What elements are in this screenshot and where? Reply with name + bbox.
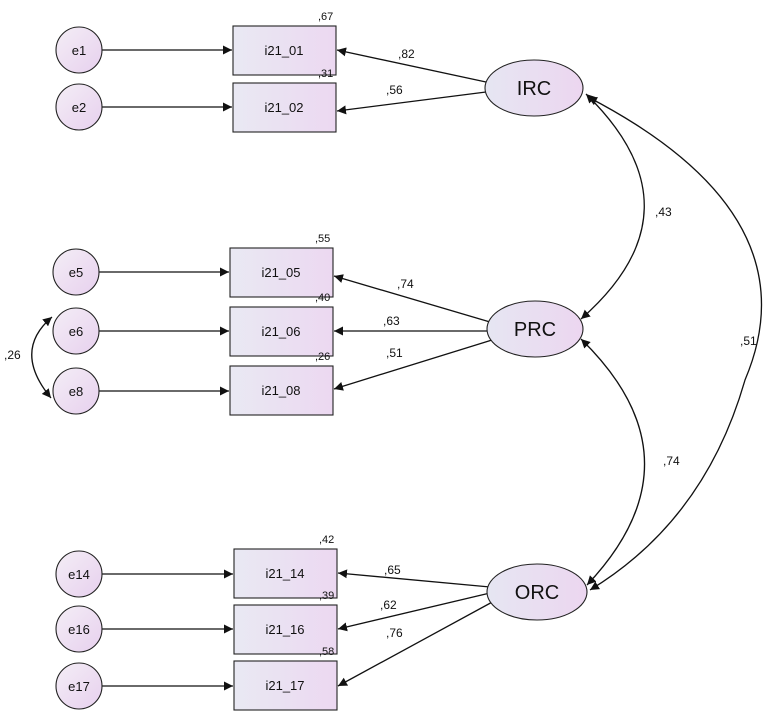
observed-i21_02: i21_02 ,31 (232, 68, 337, 133)
observed-i21_14-label: i21_14 (265, 566, 304, 581)
latent-irc-label: IRC (517, 78, 551, 100)
latent-prc: PRC (486, 300, 584, 358)
observed-i21_17-label: i21_17 (265, 678, 304, 693)
observed-i21_05: i21_05 ,55 (229, 233, 334, 298)
r2-i21_14: ,42 (319, 534, 334, 546)
r2-i21_05: ,55 (315, 233, 330, 245)
loading-orc-i21_14: ,65 (384, 563, 401, 577)
cov-prc-orc (580, 338, 646, 586)
r2-i21_08: ,26 (315, 351, 330, 363)
loading-irc-i21_01: ,82 (398, 47, 415, 61)
r2-i21_01: ,67 (318, 11, 333, 23)
loading-prc-i21_06: ,63 (383, 314, 400, 328)
path-prc-i21_05 (333, 274, 491, 323)
observed-i21_08: i21_08 ,26 (229, 351, 334, 416)
cov-label-prc-orc: ,74 (663, 454, 680, 468)
loading-prc-i21_05: ,74 (397, 277, 414, 291)
latent-orc-label: ORC (515, 582, 559, 604)
error-e17-label: e17 (68, 679, 90, 694)
error-e8: e8 (52, 367, 100, 415)
observed-i21_16-label: i21_16 (265, 622, 304, 637)
path-orc-i21_17 (337, 599, 497, 687)
error-e6-label: e6 (69, 324, 83, 339)
observed-i21_01-label: i21_01 (264, 43, 303, 58)
error-e16: e16 (55, 605, 103, 653)
path-orc-i21_14 (337, 569, 491, 588)
error-e8-label: e8 (69, 384, 83, 399)
error-e2-label: e2 (72, 100, 86, 115)
observed-i21_16: i21_16 ,39 (233, 590, 338, 655)
r2-i21_16: ,39 (319, 590, 334, 602)
cov-label-irc-orc: ,51 (740, 334, 757, 348)
observed-i21_06-label: i21_06 (261, 324, 300, 339)
loading-orc-i21_16: ,62 (380, 598, 397, 612)
latent-orc: ORC (486, 563, 588, 621)
path-prc-i21_08 (333, 339, 493, 391)
path-irc-i21_01 (336, 47, 487, 83)
latent-prc-label: PRC (514, 319, 556, 341)
r2-i21_02: ,31 (318, 68, 333, 80)
r2-i21_06: ,40 (315, 292, 330, 304)
observed-i21_17: i21_17 ,58 (233, 646, 338, 711)
latent-irc: IRC (484, 59, 584, 117)
r2-i21_17: ,58 (319, 646, 334, 658)
path-irc-i21_02 (336, 91, 487, 115)
loading-prc-i21_08: ,51 (386, 346, 403, 360)
error-e2: e2 (55, 83, 103, 131)
error-e14: e14 (55, 550, 103, 598)
error-e14-label: e14 (68, 567, 90, 582)
cov-irc-prc (580, 93, 645, 320)
loading-irc-i21_02: ,56 (386, 83, 403, 97)
error-e17: e17 (55, 662, 103, 710)
observed-i21_05-label: i21_05 (261, 265, 300, 280)
observed-i21_14: i21_14 ,42 (233, 534, 338, 599)
error-e1: e1 (55, 26, 103, 74)
observed-i21_06: i21_06 ,40 (229, 292, 334, 357)
cov-label-irc-prc: ,43 (655, 205, 672, 219)
observed-i21_01: i21_01 ,67 (232, 11, 337, 76)
error-e16-label: e16 (68, 622, 90, 637)
cov-e6-e8 (31, 316, 53, 399)
error-e1-label: e1 (72, 43, 86, 58)
observed-i21_08-label: i21_08 (261, 383, 300, 398)
observed-i21_02-label: i21_02 (264, 100, 303, 115)
error-e5-label: e5 (69, 265, 83, 280)
loading-orc-i21_17: ,76 (386, 626, 403, 640)
path-orc-i21_16 (337, 592, 491, 632)
cov-label-e6-e8: ,26 (4, 348, 21, 362)
error-e6: e6 (52, 307, 100, 355)
cov-irc-orc (587, 96, 763, 591)
error-e5: e5 (52, 248, 100, 296)
